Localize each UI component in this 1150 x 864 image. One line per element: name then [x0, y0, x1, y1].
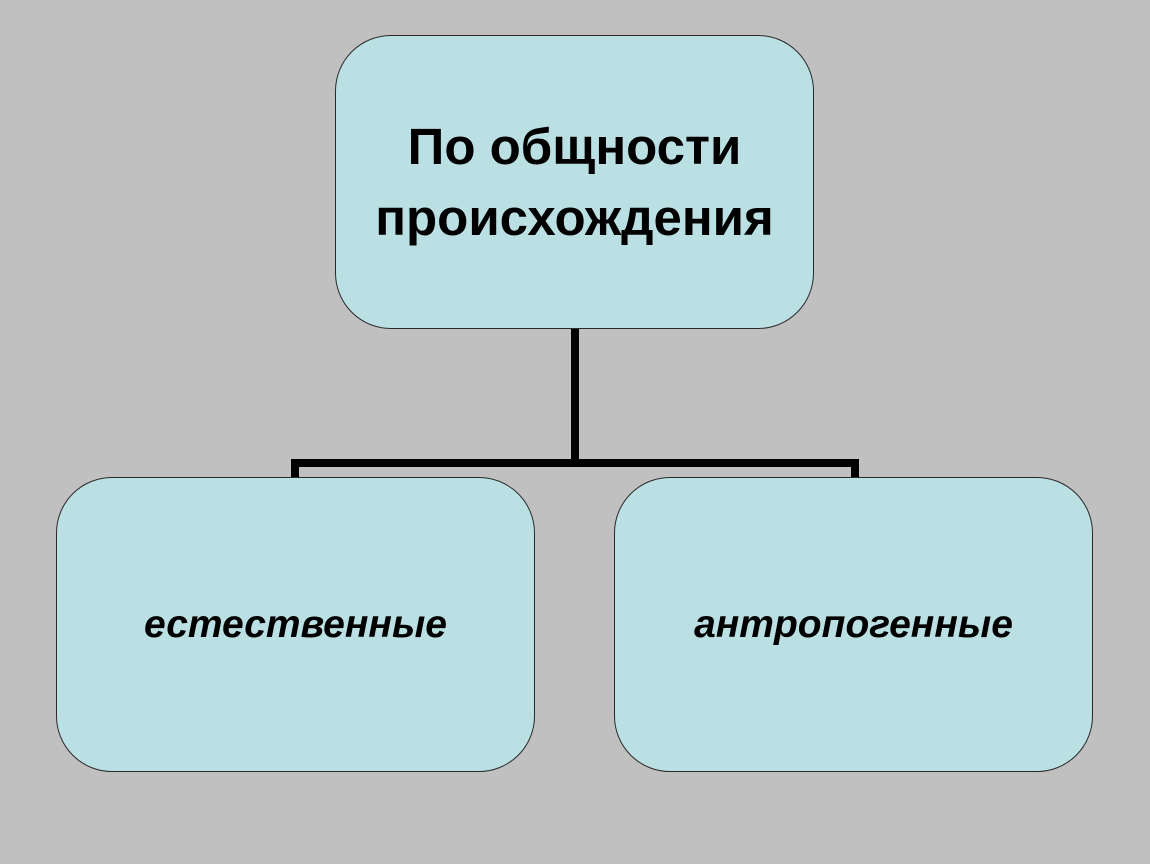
root-node-label: По общности происхождения: [365, 111, 784, 254]
child-node-natural: естественные: [56, 477, 535, 772]
root-node-label-line-2: происхождения: [375, 189, 774, 246]
child-node-natural-label: естественные: [144, 602, 447, 646]
root-node: По общности происхождения: [335, 35, 814, 329]
root-node-label-line-1: По общности: [407, 117, 742, 175]
child-node-anthropogenic: антропогенные: [614, 477, 1093, 772]
child-node-anthropogenic-label: антропогенные: [694, 602, 1013, 646]
